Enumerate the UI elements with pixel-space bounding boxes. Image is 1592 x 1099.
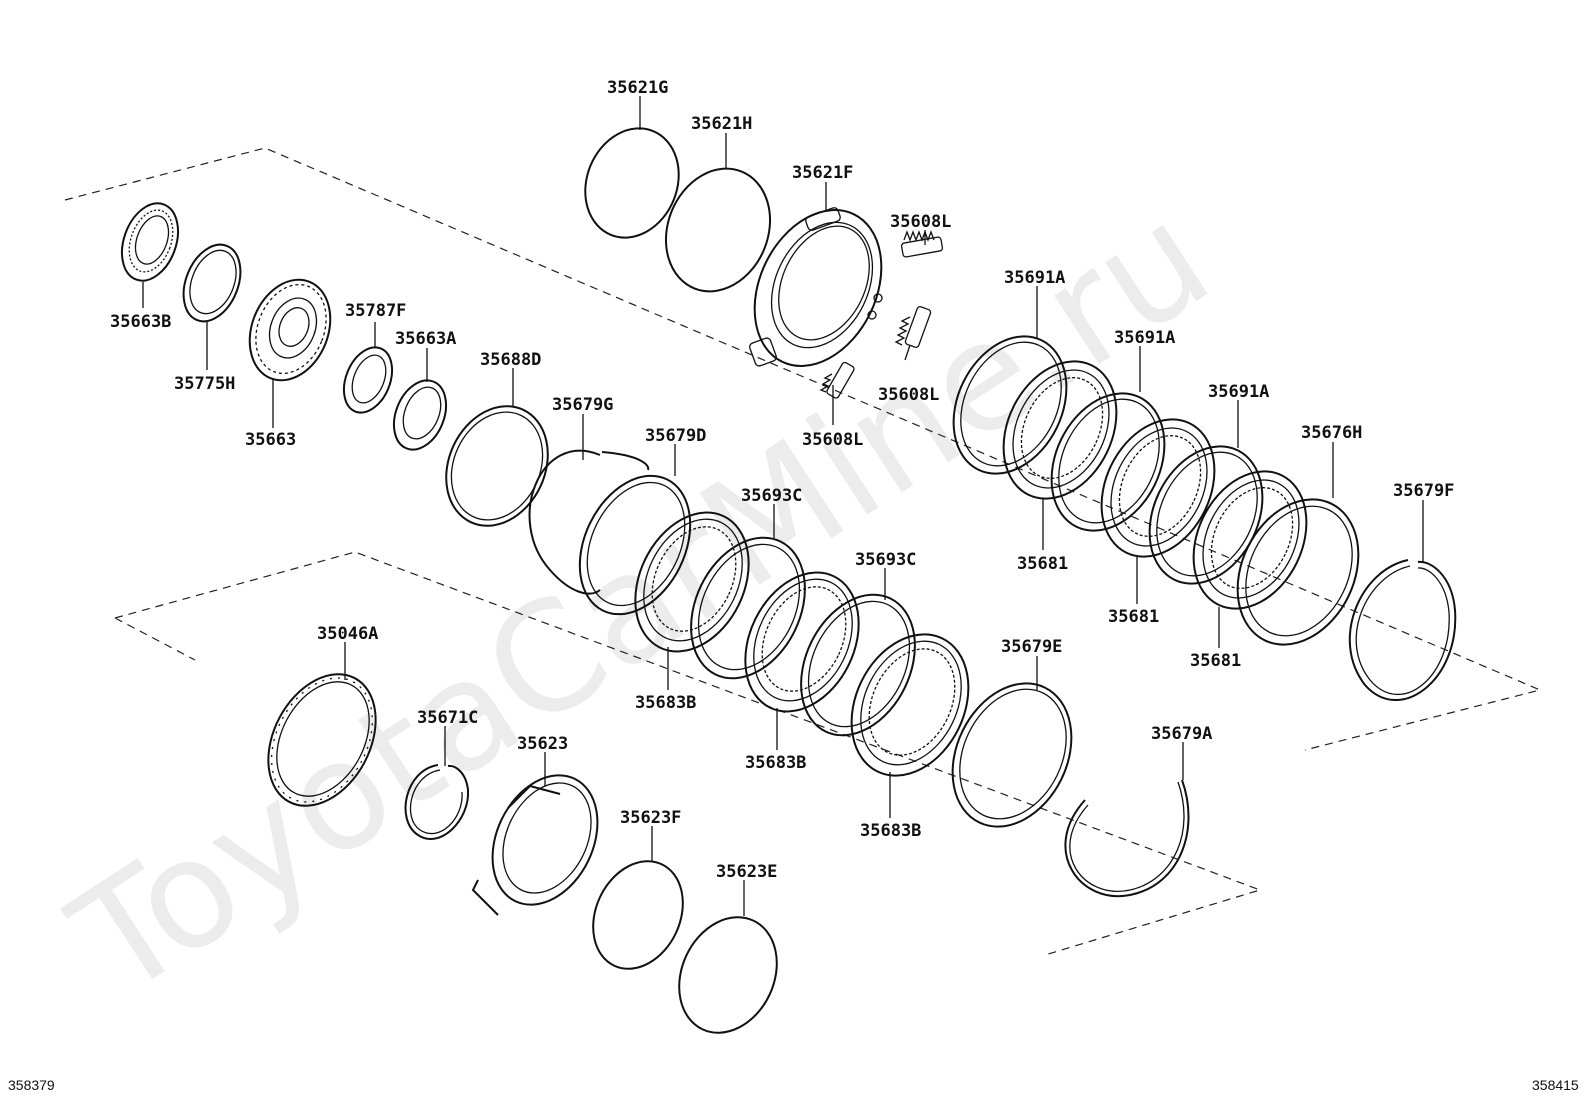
washer-35775h[interactable] <box>173 236 251 330</box>
o-ring-35621g[interactable] <box>569 114 694 252</box>
part-label[interactable]: 35693C <box>855 550 916 570</box>
part-label[interactable]: 35683B <box>635 693 696 713</box>
plate-35046a[interactable] <box>247 656 397 825</box>
part-label[interactable]: 35623 <box>517 734 568 754</box>
snap-ring-35679a[interactable] <box>1064 779 1190 898</box>
part-labels: 35621G 35621H 35621F 35608L 35608L 35608… <box>110 78 1454 882</box>
disc-35681-b[interactable] <box>1080 400 1237 575</box>
part-label[interactable]: 35679F <box>1393 481 1454 501</box>
part-label[interactable]: 35787F <box>345 301 406 321</box>
spring-35608l-a[interactable] <box>900 230 944 258</box>
plate-35679d[interactable] <box>558 457 712 632</box>
part-label[interactable]: 35663 <box>245 430 296 450</box>
plate-35679e[interactable] <box>930 663 1095 846</box>
plate-35693c-a[interactable] <box>669 519 827 698</box>
footer-left-code: 358379 <box>8 1077 55 1093</box>
part-label[interactable]: 35691A <box>1114 328 1175 348</box>
part-label[interactable]: 35693C <box>741 486 802 506</box>
part-label[interactable]: 35679E <box>1001 637 1062 657</box>
snap-ring-35671c[interactable] <box>404 764 470 840</box>
o-ring-35623f[interactable] <box>576 846 699 983</box>
part-label[interactable]: 35679G <box>552 395 613 415</box>
washer-35787f[interactable] <box>335 340 401 420</box>
disc-35681-c[interactable] <box>1172 452 1329 627</box>
part-label[interactable]: 35691A <box>1208 382 1269 402</box>
bearing-35663a[interactable] <box>384 373 455 458</box>
disc-35681-a[interactable] <box>982 342 1139 517</box>
plate-35691a-b[interactable] <box>1030 374 1187 549</box>
spring-35608l-c[interactable] <box>819 361 855 399</box>
retainer-35623[interactable] <box>471 758 618 922</box>
piston-35621f[interactable] <box>730 189 906 387</box>
part-label[interactable]: 35681 <box>1108 607 1159 627</box>
plate-35691a-a[interactable] <box>932 317 1089 492</box>
part-label[interactable]: 35608L <box>802 430 863 450</box>
o-ring-35621h[interactable] <box>648 153 788 307</box>
part-label[interactable]: 35046A <box>317 624 378 644</box>
part-label[interactable]: 35676H <box>1301 423 1362 443</box>
plate-35676h[interactable] <box>1214 479 1381 665</box>
part-label[interactable]: 35683B <box>860 821 921 841</box>
snap-ring-35679f[interactable] <box>1348 559 1457 702</box>
part-label[interactable]: 35681 <box>1190 651 1241 671</box>
part-label[interactable]: 35691A <box>1004 268 1065 288</box>
part-label[interactable]: 35663A <box>395 329 456 349</box>
o-ring-35623e[interactable] <box>661 901 795 1049</box>
part-label[interactable]: 35621F <box>792 163 853 183</box>
bearing-35663b[interactable] <box>112 196 188 289</box>
footer-right-code: 358415 <box>1532 1077 1579 1093</box>
part-label[interactable]: 35679D <box>645 426 706 446</box>
spring-35608l-b[interactable] <box>894 306 932 348</box>
hub-35663[interactable] <box>235 268 344 393</box>
part-label[interactable]: 35683B <box>745 753 806 773</box>
plate-35691a-c[interactable] <box>1128 427 1285 602</box>
part-label[interactable]: 35775H <box>174 374 235 394</box>
snap-ring-35679g[interactable] <box>528 449 650 595</box>
part-label[interactable]: 35621G <box>607 78 668 98</box>
part-label[interactable]: 35681 <box>1017 554 1068 574</box>
part-label[interactable]: 35671C <box>417 708 478 728</box>
part-label[interactable]: 35608L <box>890 212 951 232</box>
disc-35683b-c[interactable] <box>829 615 991 795</box>
disc-35683b-a[interactable] <box>613 494 770 671</box>
part-label[interactable]: 35679A <box>1151 724 1212 744</box>
part-label[interactable]: 35688D <box>480 350 541 370</box>
part-label[interactable]: 35621H <box>691 114 752 134</box>
part-label[interactable]: 35623E <box>716 862 777 882</box>
part-label[interactable]: 35608L <box>878 385 939 405</box>
lower-group-outline <box>114 551 1262 956</box>
part-label[interactable]: 35663B <box>110 312 171 332</box>
plate-35693c-b[interactable] <box>779 576 937 755</box>
upper-group-outline <box>64 147 1542 751</box>
part-label[interactable]: 35623F <box>620 808 681 828</box>
disc-35683b-b[interactable] <box>723 554 880 731</box>
leader-lines <box>142 96 1424 916</box>
